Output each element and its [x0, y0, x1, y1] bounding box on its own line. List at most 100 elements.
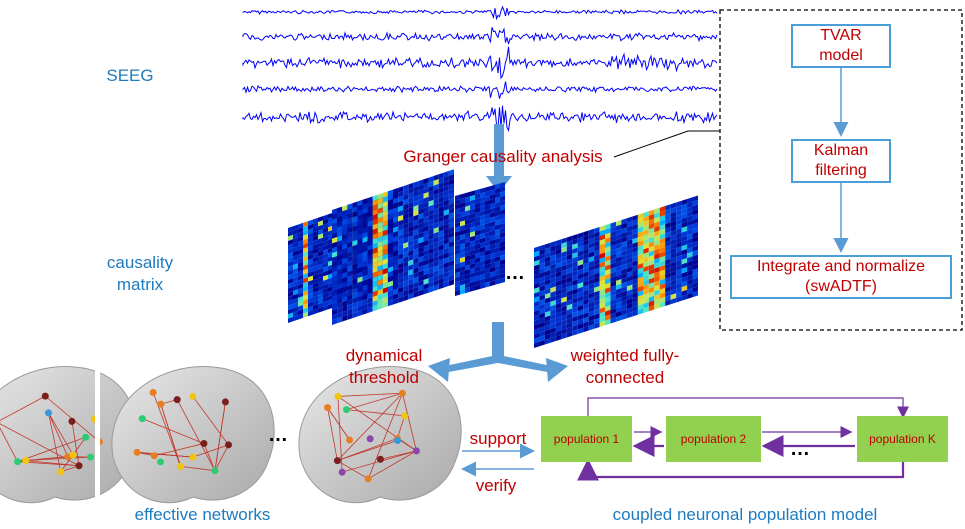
matrix-cell	[460, 270, 465, 277]
matrix-cell	[485, 227, 490, 234]
matrix-cell	[357, 305, 363, 312]
matrix-cell	[337, 259, 343, 266]
matrix-cell	[313, 299, 318, 306]
matrix-cell	[337, 307, 343, 314]
matrix-cell	[428, 271, 434, 279]
matrix-cell	[337, 240, 343, 247]
matrix-cell	[423, 230, 429, 237]
matrix-cell	[485, 218, 490, 224]
matrix-cell	[418, 227, 424, 234]
matrix-cell	[616, 242, 622, 250]
matrix-cell	[377, 245, 383, 253]
matrix-cell	[577, 323, 584, 330]
matrix-cell	[438, 273, 444, 280]
matrix-cell	[588, 319, 595, 326]
matrix-cell	[588, 256, 595, 263]
matrix-cell	[480, 255, 485, 262]
matrix-cell	[382, 196, 388, 203]
network-edge	[203, 443, 216, 471]
matrix-cell	[293, 293, 298, 300]
matrix-cell	[438, 206, 444, 213]
matrix-cell	[347, 313, 353, 320]
matrix-cell	[372, 252, 378, 259]
network-edge	[48, 412, 69, 457]
matrix-cell	[362, 265, 368, 272]
matrix-cell	[659, 287, 666, 295]
matrix-cell	[495, 251, 500, 258]
pipeline-connector-line	[613, 130, 720, 158]
matrix-cell	[659, 242, 666, 249]
matrix-cell	[352, 263, 358, 271]
matrix-cell	[561, 246, 567, 253]
matrix-cell	[583, 307, 589, 315]
matrix-cell	[470, 249, 475, 256]
matrix-cell	[676, 268, 682, 276]
matrix-cell	[583, 275, 589, 283]
matrix-cell	[485, 281, 490, 288]
matrix-cell	[692, 286, 698, 293]
matrix-cell	[393, 192, 399, 200]
matrix-cell	[665, 276, 671, 284]
matrix-cell	[643, 265, 649, 273]
matrix-cell	[328, 294, 333, 301]
matrix-cell	[460, 197, 465, 204]
matrix-cell	[544, 320, 551, 327]
matrix-cell	[475, 252, 480, 259]
matrix-cell	[357, 252, 363, 259]
matrix-cell	[561, 332, 567, 340]
matrix-cell	[377, 274, 383, 281]
matrix-cell	[550, 304, 556, 311]
matrix-cell	[298, 248, 303, 255]
matrix-cell	[352, 282, 358, 290]
matrix-cell	[428, 233, 434, 240]
matrix-cell	[398, 224, 404, 232]
matrix-cell	[637, 240, 644, 247]
matrix-cell	[632, 301, 638, 308]
matrix-cell	[357, 295, 363, 303]
matrix-cell	[599, 229, 606, 237]
matrix-cell	[555, 325, 562, 332]
matrix-cell	[632, 246, 638, 253]
matrix-cell	[372, 290, 378, 298]
matrix-cell	[480, 214, 485, 221]
matrix-cell	[648, 227, 655, 234]
matrix-cell	[480, 242, 485, 249]
matrix-cell	[332, 265, 338, 273]
matrix-cell	[455, 280, 460, 287]
matrix-cell	[382, 282, 388, 289]
network-node	[376, 455, 384, 463]
matrix-cell	[470, 244, 475, 251]
matrix-cell	[460, 247, 465, 254]
matrix-cell	[455, 290, 460, 296]
matrix-cell	[643, 306, 649, 313]
matrix-cell	[500, 218, 505, 225]
matrix-cell	[387, 203, 393, 211]
matrix-cell	[313, 248, 318, 255]
matrix-cell	[293, 302, 298, 309]
matrix-cell	[534, 323, 540, 330]
matrix-cell	[670, 238, 677, 246]
matrix-cell	[692, 250, 698, 257]
matrix-cell	[387, 261, 393, 268]
matrix-cell	[347, 260, 353, 268]
matrix-cell	[665, 281, 671, 288]
matrix-cell	[572, 274, 578, 282]
matrix-cell	[387, 295, 393, 302]
matrix-cell	[583, 257, 589, 265]
matrix-cell	[443, 242, 449, 250]
matrix-cell	[692, 227, 698, 234]
matrix-cell	[408, 230, 414, 238]
matrix-cell	[448, 183, 454, 191]
matrix-cell	[337, 264, 343, 271]
matrix-cell	[428, 185, 434, 193]
matrix-cell	[362, 207, 368, 215]
matrix-cell	[626, 302, 633, 310]
matrix-cell	[367, 263, 373, 270]
matrix-cell	[433, 236, 439, 244]
matrix-cell	[610, 230, 616, 238]
network-node	[41, 392, 49, 400]
matrix-cell	[337, 292, 343, 300]
matrix-cell	[372, 204, 378, 211]
network-edge	[192, 444, 229, 458]
matrix-cell	[377, 240, 383, 248]
